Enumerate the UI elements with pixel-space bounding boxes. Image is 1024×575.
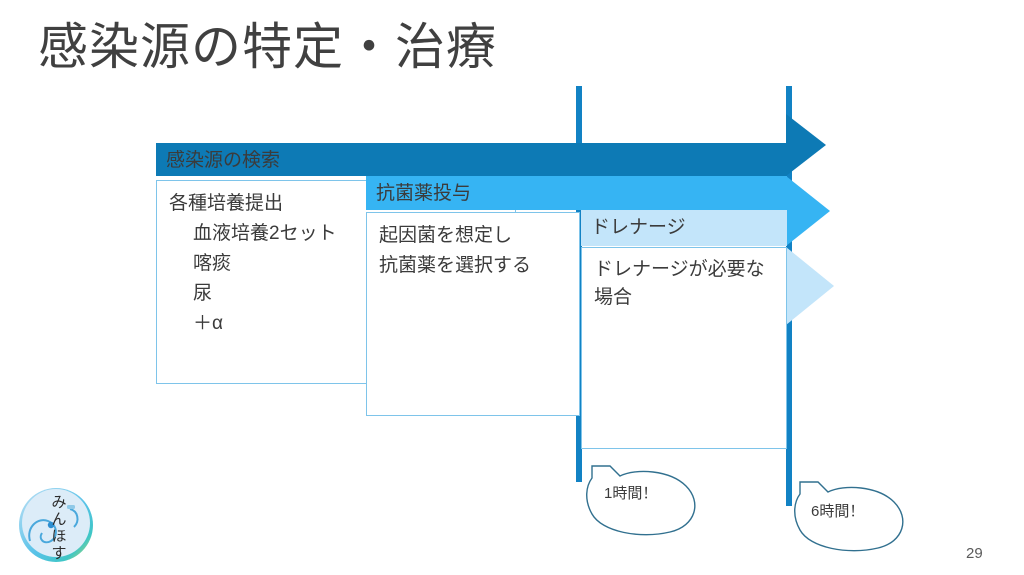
card-header-infection-source-search: 感染源の検索 (156, 143, 787, 176)
card-header-antibiotic-administration: 抗菌薬投与 (366, 176, 787, 210)
card-header-drainage: ドレナージ (581, 210, 787, 246)
callout-1-hour-shape (586, 465, 696, 536)
card2-line-1: 抗菌薬を選択する (379, 255, 532, 276)
card-body-drainage: ドレナージが必要な場合 (581, 247, 787, 449)
page-number: 29 (966, 545, 983, 562)
logo-char-1: ん (51, 511, 67, 528)
chevron-light-icon (786, 247, 834, 325)
page-title: 感染源の特定・治療 (38, 19, 497, 75)
card1-line-3: 尿 (193, 283, 213, 304)
card1-line-2: 喀痰 (193, 253, 232, 274)
minhos-logo (19, 488, 93, 562)
logo-char-3: す (51, 545, 67, 562)
card1-line-0: 各種培養提出 (169, 193, 284, 214)
card1-line-1: 血液培養2セット (193, 223, 337, 244)
minhos-logo-characters: み ん ほ す (48, 494, 70, 562)
card2-line-0: 起因菌を想定し (379, 225, 513, 246)
card-body-antibiotic-administration: 起因菌を想定し 抗菌薬を選択する (366, 212, 580, 416)
callout-6-hour-shape (794, 481, 904, 552)
logo-char-2: ほ (51, 528, 67, 545)
callout-6-hour-text: 6時間！ (811, 503, 865, 520)
chevron-mid-icon (786, 176, 830, 246)
callout-1-hour-text: 1時間！ (604, 485, 658, 502)
logo-char-0: み (51, 494, 67, 511)
card3-body-text: ドレナージが必要な場合 (594, 259, 765, 308)
card1-line-4: ＋α (193, 313, 223, 334)
chevron-dark-icon (786, 114, 826, 176)
